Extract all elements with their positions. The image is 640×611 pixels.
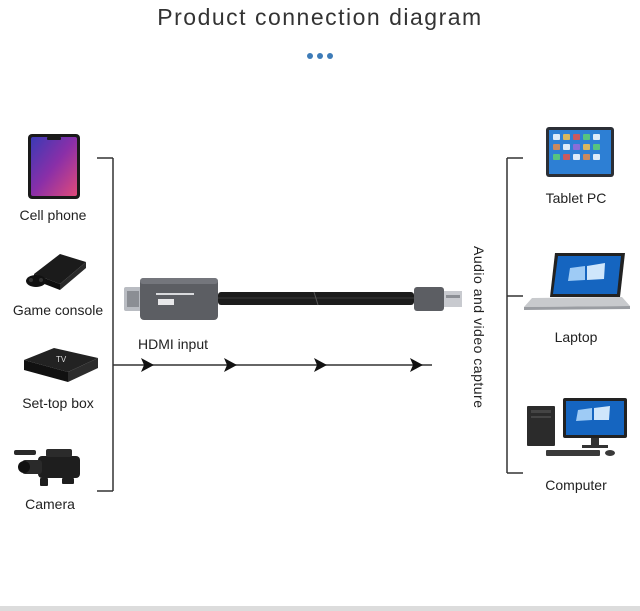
arrow-icon [410, 358, 423, 372]
computer-icon [527, 398, 627, 456]
signal-line [113, 358, 432, 372]
hdmi-input-label: HDMI input [138, 336, 209, 352]
laptop-label: Laptop [554, 329, 598, 345]
title-decoration-dots [307, 53, 335, 61]
tablet-pc-label: Tablet PC [545, 190, 607, 206]
game-console-icon [26, 254, 86, 290]
left-bracket [97, 157, 114, 492]
diagram-title: Product connection diagram [157, 4, 483, 30]
laptop-icon [524, 253, 630, 310]
cell-phone-icon [28, 134, 80, 199]
right-bracket [506, 157, 523, 474]
bottom-divider [0, 606, 640, 611]
arrow-icon [314, 358, 327, 372]
cell-phone-label: Cell phone [19, 207, 87, 223]
set-top-box-icon: TV [24, 348, 98, 382]
svg-text:TV: TV [56, 355, 67, 364]
game-console-label: Game console [12, 302, 104, 318]
set-top-box-label: Set-top box [22, 395, 94, 411]
arrow-icon [224, 358, 237, 372]
capture-output-label: Audio and video capture [471, 246, 487, 409]
camera-icon [14, 449, 80, 486]
computer-label: Computer [545, 477, 607, 493]
tablet-pc-icon [546, 127, 614, 177]
arrow-icon [141, 358, 154, 372]
capture-adapter-cable [124, 278, 462, 320]
camera-label: Camera [25, 496, 75, 512]
